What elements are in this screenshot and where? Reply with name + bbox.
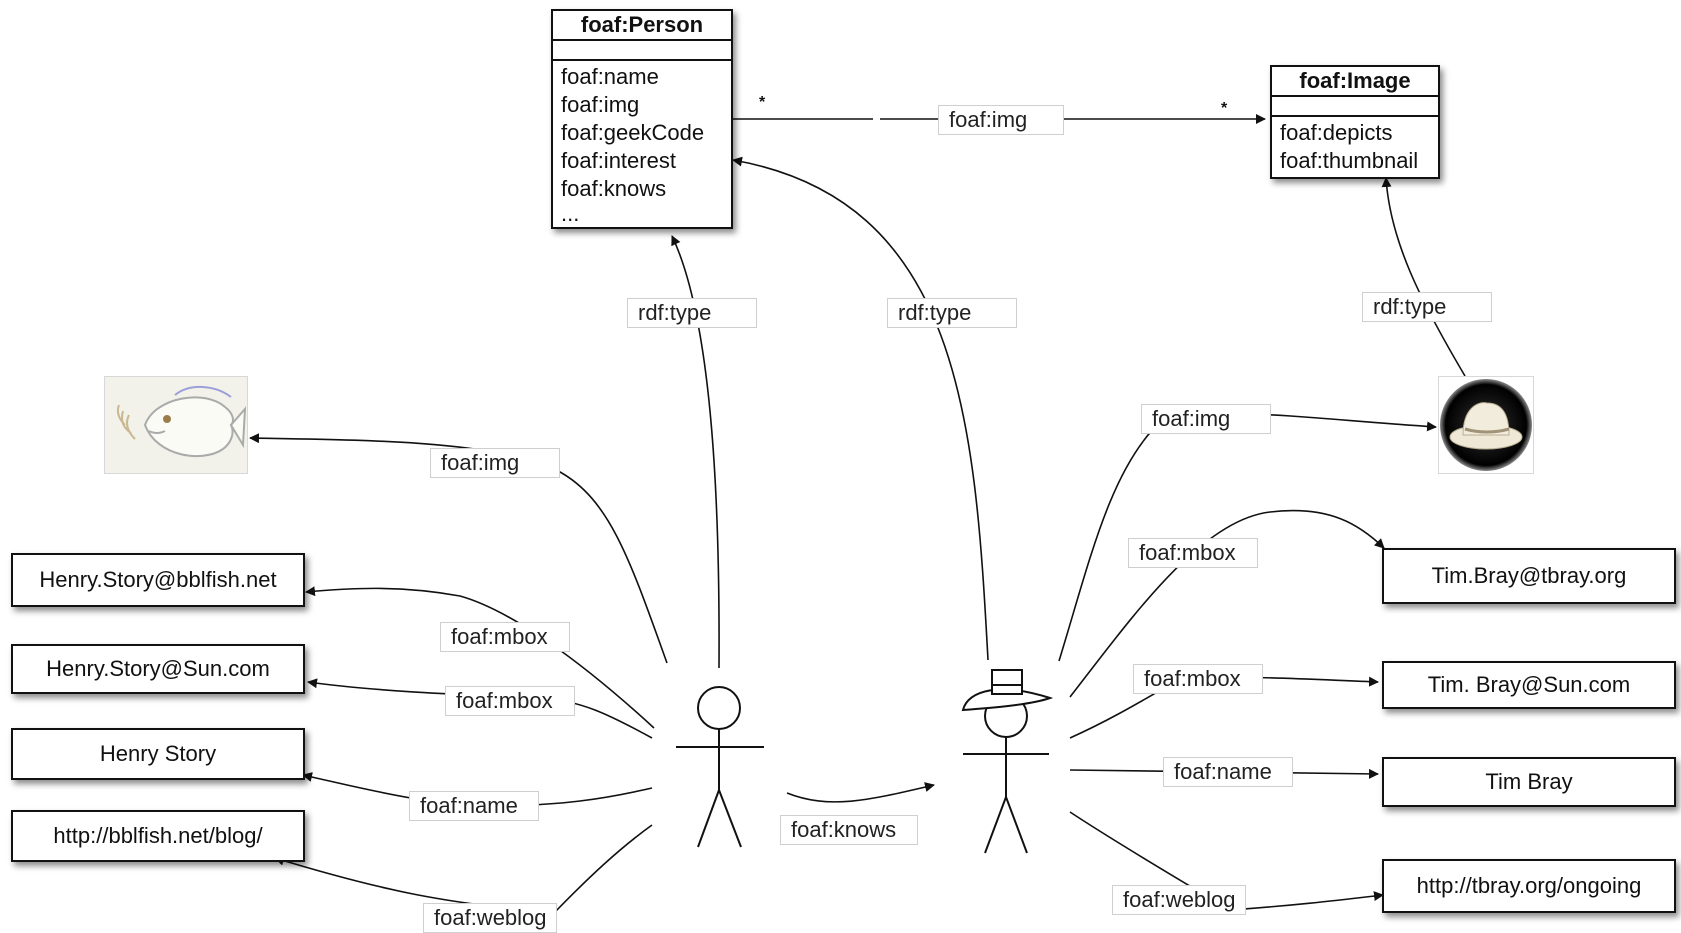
hat-avatar-icon <box>1438 376 1534 474</box>
class-attributes: foaf:name foaf:img foaf:geekCode foaf:in… <box>553 61 731 227</box>
edge-label-henry-mbox: foaf:mbox <box>445 686 575 716</box>
edge-label-knows: foaf:knows <box>780 815 918 845</box>
edge-image-type <box>1381 177 1466 377</box>
henry-weblog-box: http://bblfish.net/blog/ <box>11 810 305 862</box>
multiplicity-person: * <box>759 94 766 111</box>
henry-mbox-box: Henry.Story@bblfish.net <box>11 553 305 607</box>
tim-name-box: Tim Bray <box>1382 757 1676 807</box>
class-attribute: foaf:geekCode <box>561 120 705 145</box>
henry-mbox-box: Henry.Story@Sun.com <box>11 644 305 694</box>
edge-label-tim-img: foaf:img <box>1141 404 1271 434</box>
edge-label-tim-name: foaf:name <box>1163 757 1293 787</box>
foaf-image-class: foaf:Image foaf:depicts foaf:thumbnail <box>1270 65 1440 179</box>
class-separator <box>553 41 731 61</box>
edge-henry-mbox1 <box>305 586 655 729</box>
multiplicity-image: * <box>1221 100 1228 117</box>
edge-label-image-type: rdf:type <box>1362 292 1492 322</box>
tim-weblog-box: http://tbray.org/ongoing <box>1382 859 1676 913</box>
class-attribute: ... <box>561 201 580 226</box>
class-attribute: foaf:name <box>561 64 659 89</box>
class-attribute: foaf:depicts <box>1280 120 1393 145</box>
edge-tim-type <box>732 156 989 661</box>
edge-label-henry-weblog: foaf:weblog <box>423 903 557 933</box>
class-attribute: foaf:interest <box>561 148 676 173</box>
edge-label-henry-type: rdf:type <box>627 298 757 328</box>
class-attribute: foaf:knows <box>561 176 667 201</box>
class-separator <box>1272 97 1438 117</box>
edge-tim-mbox1 <box>1069 509 1385 698</box>
class-title: foaf:Image <box>1272 67 1438 97</box>
fish-avatar-icon <box>104 376 248 474</box>
edge-label-henry-img: foaf:img <box>430 448 560 478</box>
edge-label-class-img: foaf:img <box>938 105 1064 135</box>
edge-label-henry-name: foaf:name <box>409 791 539 821</box>
edge-label-tim-mbox: foaf:mbox <box>1133 664 1263 694</box>
edge-label-tim-mbox: foaf:mbox <box>1128 538 1258 568</box>
edge-label-tim-type: rdf:type <box>887 298 1017 328</box>
edge-knows <box>786 782 935 803</box>
henry-stick-figure <box>676 686 764 848</box>
edge-label-henry-mbox: foaf:mbox <box>440 622 570 652</box>
edge-label-tim-weblog: foaf:weblog <box>1112 885 1246 915</box>
foaf-person-class: foaf:Person foaf:name foaf:img foaf:geek… <box>551 9 733 229</box>
class-title: foaf:Person <box>553 11 731 41</box>
tim-stick-figure <box>961 669 1054 854</box>
henry-name-box: Henry Story <box>11 728 305 780</box>
edge-henry-weblog <box>274 824 653 913</box>
tim-mbox-box: Tim. Bray@Sun.com <box>1382 661 1676 709</box>
class-attribute: foaf:thumbnail <box>1280 148 1419 173</box>
class-attributes: foaf:depicts foaf:thumbnail <box>1272 117 1438 177</box>
class-attribute: foaf:img <box>561 92 640 117</box>
edge-henry-type <box>671 235 720 669</box>
tim-mbox-box: Tim.Bray@tbray.org <box>1382 548 1676 604</box>
